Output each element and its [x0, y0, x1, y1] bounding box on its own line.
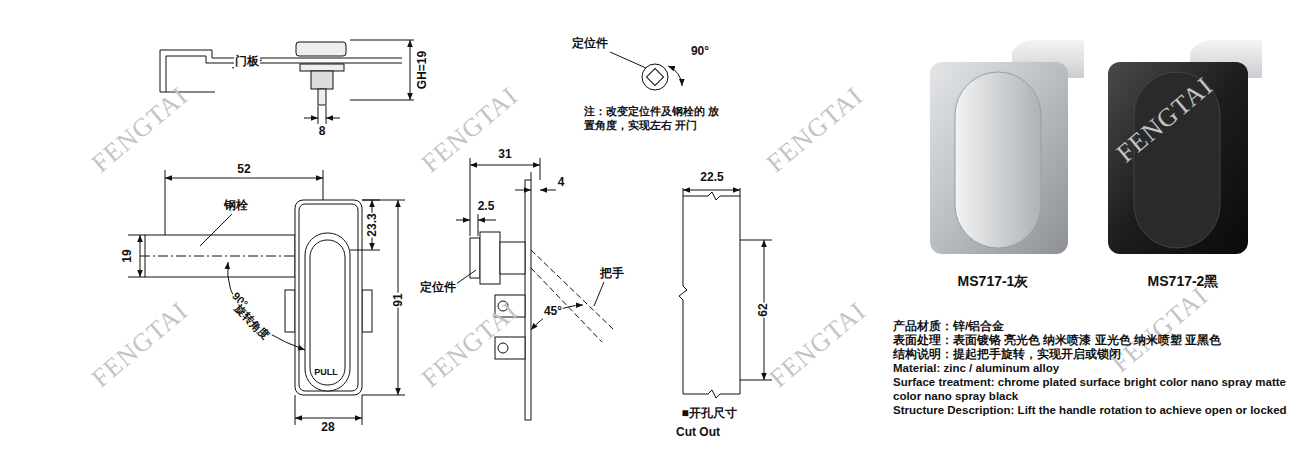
watermark: FENGTAI [86, 81, 194, 179]
rotation-label: 旋转角度 [231, 301, 272, 342]
spec-line: Structure Description: Lift the handle r… [893, 403, 1305, 417]
dimension: 28 [320, 421, 335, 435]
part-name: 门板 [234, 55, 260, 69]
spec-text: 产品材质：锌/铝合金表面处理：表面镀铬 亮光色 纳米喷漆 亚光色 纳米喷塑 亚黑… [893, 319, 1305, 417]
dimension: 23.3 [366, 212, 380, 237]
watermark: FENGTAI [416, 296, 524, 394]
watermark: FENGTAI [761, 81, 869, 179]
dimension: 8 [318, 125, 327, 139]
spec-line: Material: zinc / aluminum alloy [893, 361, 1305, 375]
spec-line: 表面处理：表面镀铬 亮光色 纳米喷漆 亚光色 纳米喷塑 亚黑色 [893, 333, 1305, 347]
dimension: 4 [557, 176, 566, 190]
watermark: FENGTAI [86, 296, 194, 394]
handle-mark: PULL [313, 367, 339, 377]
note: 注：改变定位件及钢栓的 放置角度，实现左右 开门 [583, 104, 721, 132]
dimension: 45° [543, 305, 563, 319]
part-name: 定位件 [571, 37, 609, 51]
spec-line: 产品材质：锌/铝合金 [893, 319, 1305, 333]
dimension: 19 [121, 248, 135, 263]
model-name: MS717-1灰 [958, 273, 1029, 289]
dimension: 22.5 [699, 171, 724, 185]
dimension: 52 [236, 163, 251, 177]
model-name: MS717-2黑 [1148, 273, 1219, 289]
dimension: 2.5 [477, 200, 496, 214]
dimension: 91 [392, 292, 406, 307]
part-name: 把手 [599, 267, 625, 281]
dimension: 31 [497, 148, 512, 162]
spec-line: 结构说明：提起把手旋转，实现开启或锁闭 [893, 347, 1305, 361]
dimension: 62 [757, 302, 771, 317]
spec-line: Surface treatment: chrome plated surface… [893, 375, 1305, 403]
dimension: GH=19 [416, 50, 430, 90]
dimension: 90° [690, 45, 710, 59]
cutout-title: ■开孔尺寸 [680, 407, 737, 421]
watermark: FENGTAI [1111, 71, 1219, 169]
part-name: 定位件 [419, 281, 457, 295]
watermark: FENGTAI [1106, 281, 1214, 379]
cutout-title: Cut Out [675, 426, 721, 440]
part-name: 钢栓 [223, 199, 249, 213]
watermark: FENGTAI [764, 296, 872, 394]
watermark: FENGTAI [416, 81, 524, 179]
